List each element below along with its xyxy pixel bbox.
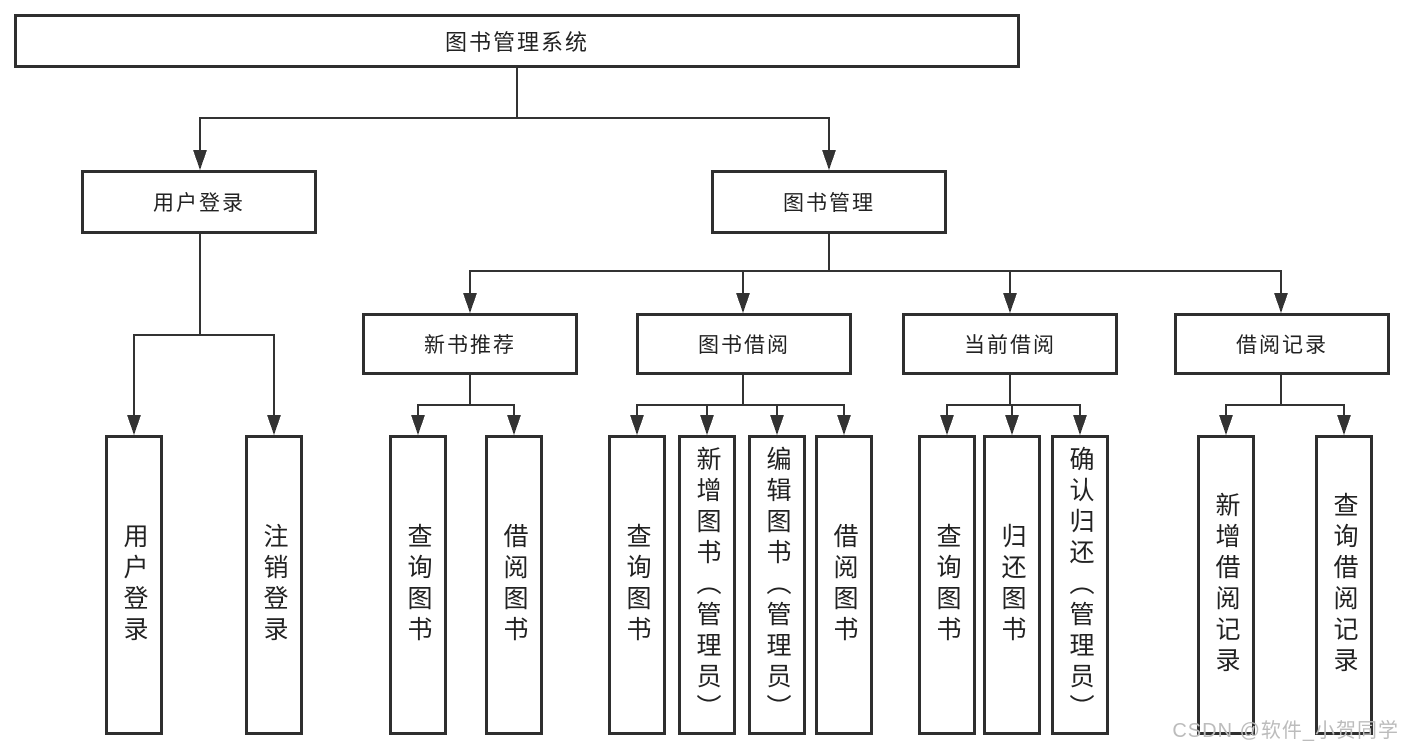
leaf-br-add-record: 新增借阅记录 xyxy=(1197,435,1255,735)
node-borrowing-records: 借阅记录 xyxy=(1174,313,1390,375)
leaf-nb-borrow-books-label: 借阅图书 xyxy=(500,523,528,647)
node-current-borrowing: 当前借阅 xyxy=(902,313,1118,375)
node-root: 图书管理系统 xyxy=(14,14,1020,68)
leaf-cb-return-books: 归还图书 xyxy=(983,435,1041,735)
leaf-nb-query-books-label: 查询图书 xyxy=(404,523,432,647)
leaf-logout: 注销登录 xyxy=(245,435,303,735)
leaf-logout-label: 注销登录 xyxy=(260,523,288,647)
node-user-login-label: 用户登录 xyxy=(153,192,245,215)
leaf-bb-borrow-books: 借阅图书 xyxy=(815,435,873,735)
leaf-cb-confirm-return-admin: 确认归还（管理员） xyxy=(1051,435,1109,735)
leaf-bb-borrow-books-label: 借阅图书 xyxy=(830,523,858,647)
node-book-management: 图书管理 xyxy=(711,170,947,234)
leaf-cb-return-books-label: 归还图书 xyxy=(998,523,1026,647)
node-new-book-recommend: 新书推荐 xyxy=(362,313,578,375)
leaf-bb-edit-books-admin: 编辑图书（管理员） xyxy=(748,435,806,735)
leaf-cb-confirm-return-admin-label: 确认归还（管理员） xyxy=(1066,445,1094,725)
leaf-bb-add-books-admin: 新增图书（管理员） xyxy=(678,435,736,735)
node-borrowing-records-label: 借阅记录 xyxy=(1236,334,1328,357)
leaf-br-query-record: 查询借阅记录 xyxy=(1315,435,1373,735)
leaf-bb-query-books-label: 查询图书 xyxy=(623,523,651,647)
node-book-borrowing: 图书借阅 xyxy=(636,313,852,375)
leaf-bb-query-books: 查询图书 xyxy=(608,435,666,735)
node-new-book-recommend-label: 新书推荐 xyxy=(424,334,516,357)
node-current-borrowing-label: 当前借阅 xyxy=(964,334,1056,357)
leaf-user-login: 用户登录 xyxy=(105,435,163,735)
leaf-cb-query-books: 查询图书 xyxy=(918,435,976,735)
leaf-nb-query-books: 查询图书 xyxy=(389,435,447,735)
node-book-management-label: 图书管理 xyxy=(783,192,875,215)
leaf-bb-add-books-admin-label: 新增图书（管理员） xyxy=(693,445,721,725)
node-book-borrowing-label: 图书借阅 xyxy=(698,334,790,357)
leaf-br-add-record-label: 新增借阅记录 xyxy=(1212,492,1240,678)
leaf-bb-edit-books-admin-label: 编辑图书（管理员） xyxy=(763,445,791,725)
leaf-cb-query-books-label: 查询图书 xyxy=(933,523,961,647)
leaf-br-query-record-label: 查询借阅记录 xyxy=(1330,492,1358,678)
watermark: CSDN @软件_小贺同学 xyxy=(1172,720,1399,742)
node-root-label: 图书管理系统 xyxy=(444,30,589,55)
node-user-login: 用户登录 xyxy=(81,170,317,234)
arrowheads xyxy=(127,150,1351,435)
leaf-nb-borrow-books: 借阅图书 xyxy=(485,435,543,735)
leaf-user-login-label: 用户登录 xyxy=(120,523,148,647)
